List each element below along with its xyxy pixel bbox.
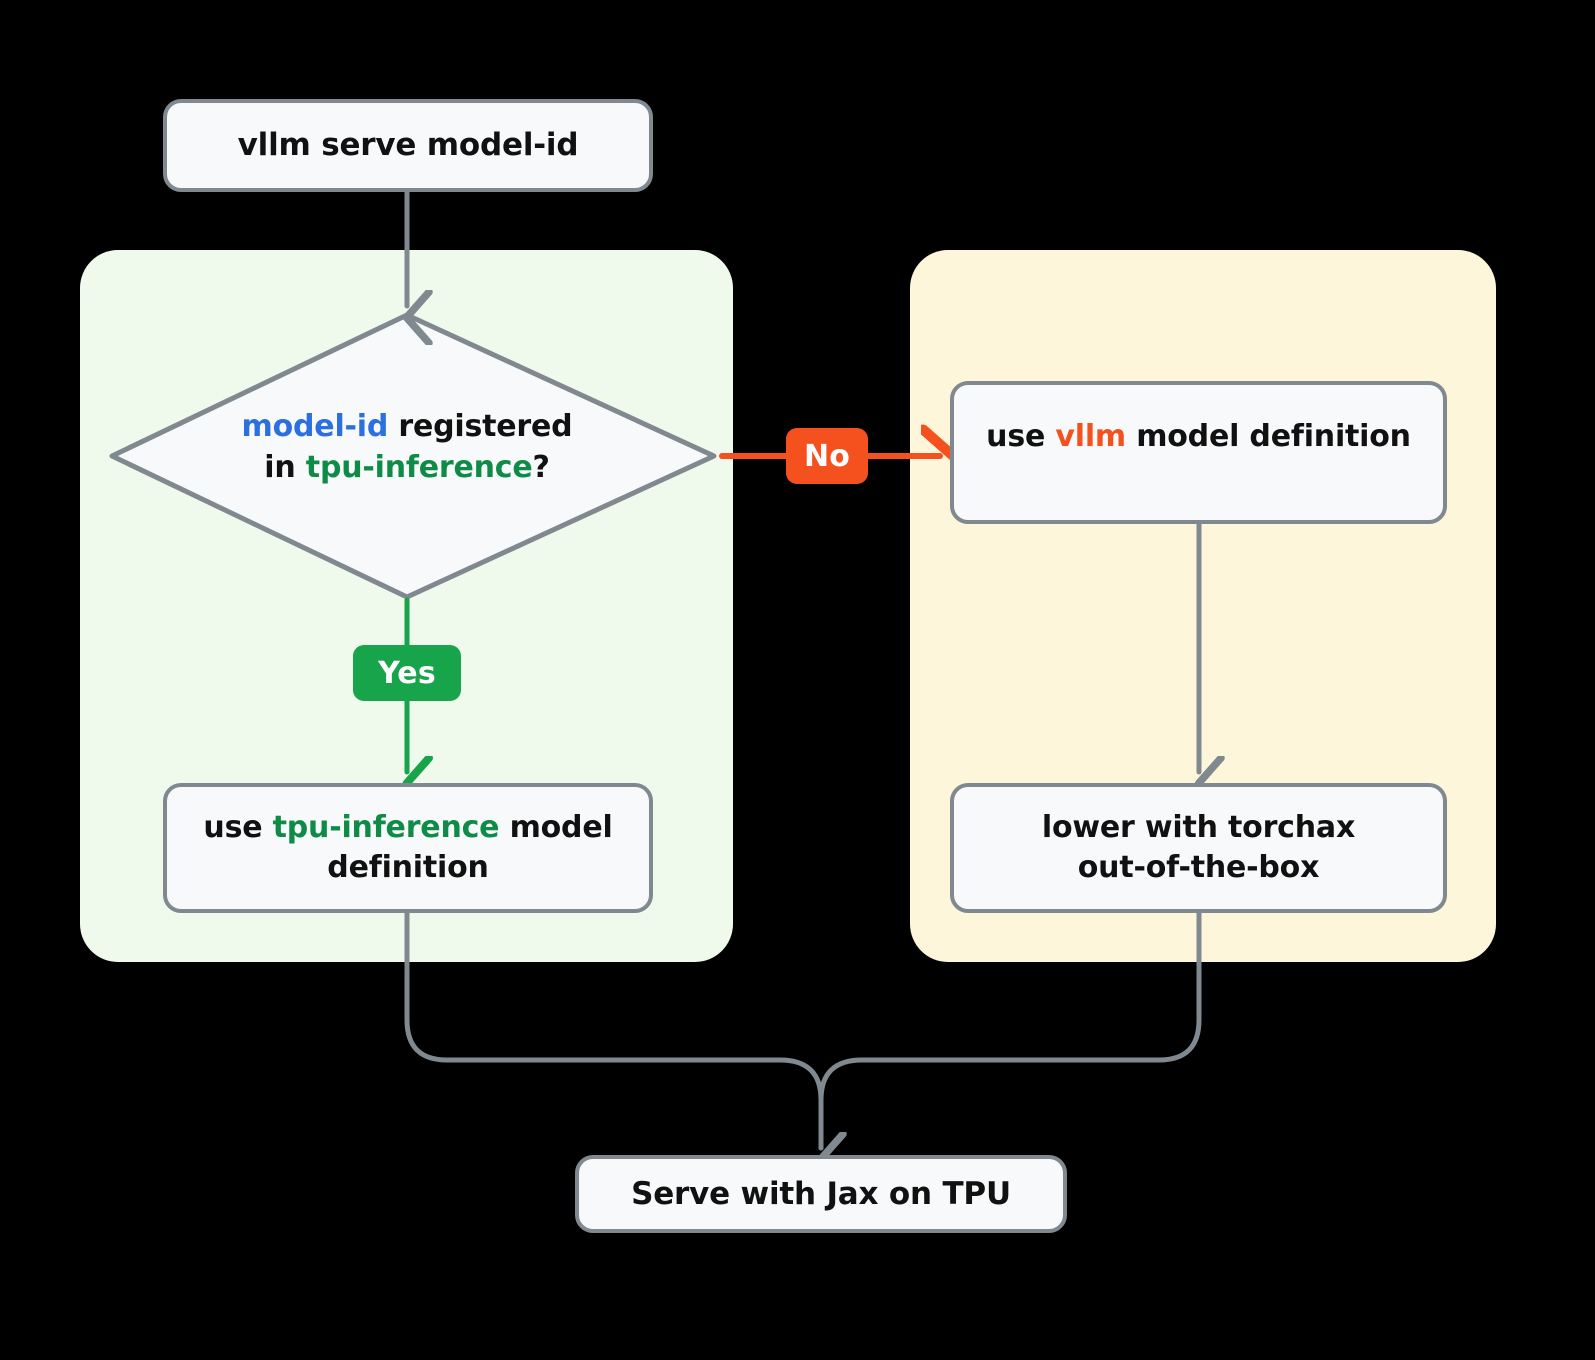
node-lower-with-torchax-label: lower with torchax out-of-the-box bbox=[1028, 808, 1369, 887]
edge-label-yes-text: Yes bbox=[378, 655, 436, 691]
node-use-tpu-inference-model-definition[interactable]: use tpu-inference model definition bbox=[163, 783, 653, 913]
edge-label-no: No bbox=[786, 428, 868, 484]
node-use-vllm-model-definition[interactable]: use vllm model definition bbox=[950, 381, 1447, 524]
edge-right-merge bbox=[818, 909, 1202, 1151]
token-use: use bbox=[986, 419, 1056, 454]
node-lower-with-torchax[interactable]: lower with torchax out-of-the-box bbox=[950, 783, 1447, 913]
node-use-tpu-inference-label: use tpu-inference model definition bbox=[189, 808, 626, 887]
token-model: model bbox=[499, 810, 613, 846]
token-use-2: use bbox=[203, 810, 273, 846]
token-vllm: vllm bbox=[1055, 419, 1126, 454]
node-start[interactable]: vllm serve model-id bbox=[163, 99, 653, 192]
token-model-definition: model definition bbox=[1125, 419, 1411, 454]
edge-label-no-text: No bbox=[803, 438, 851, 474]
edge-left-merge bbox=[404, 909, 821, 1148]
token-out-of-the-box: out-of-the-box bbox=[1077, 850, 1320, 885]
node-end-label: Serve with Jax on TPU bbox=[631, 1175, 1011, 1212]
token-lower-with-torchax: lower with torchax bbox=[1041, 810, 1356, 846]
edge-label-yes: Yes bbox=[353, 645, 461, 701]
node-serve-with-jax-on-tpu[interactable]: Serve with Jax on TPU bbox=[575, 1155, 1067, 1233]
token-tpu-inference-2: tpu-inference bbox=[272, 810, 500, 846]
node-start-label: vllm serve model-id bbox=[237, 127, 579, 164]
token-definition: definition bbox=[327, 850, 489, 885]
decision-diamond bbox=[109, 312, 717, 600]
node-use-vllm-label: use vllm model definition bbox=[972, 417, 1425, 457]
